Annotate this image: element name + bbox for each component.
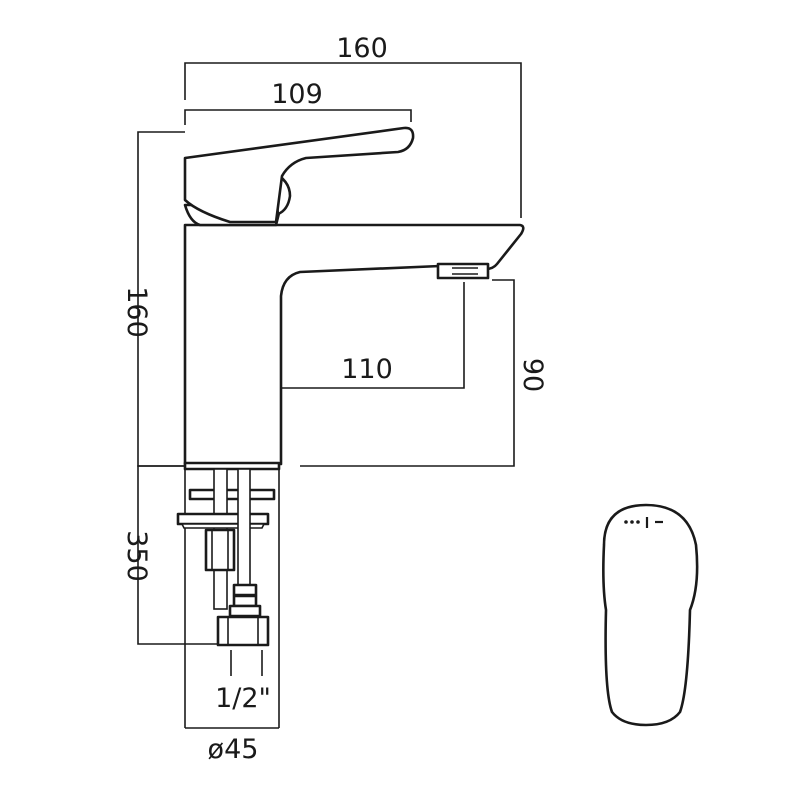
connection-size-label: 1/2" [215,683,271,714]
hot-cold-indicator-icon [624,517,663,528]
tail-length-label: 350 [121,530,152,582]
fixing-assembly [176,461,281,647]
dimension-labels: 160 109 160 110 90 350 1/2" ø45 [121,33,548,765]
overall-width-label: 160 [336,33,388,64]
handle-top-view [602,503,699,727]
overall-height-label: 160 [121,286,152,338]
spout-height-label: 90 [517,358,548,392]
tap-lever-handle [183,126,415,227]
base-diameter-label: ø45 [208,734,259,765]
spout-reach-label: 110 [341,354,393,385]
tap-body [183,223,525,466]
handle-length-label: 109 [271,79,323,110]
